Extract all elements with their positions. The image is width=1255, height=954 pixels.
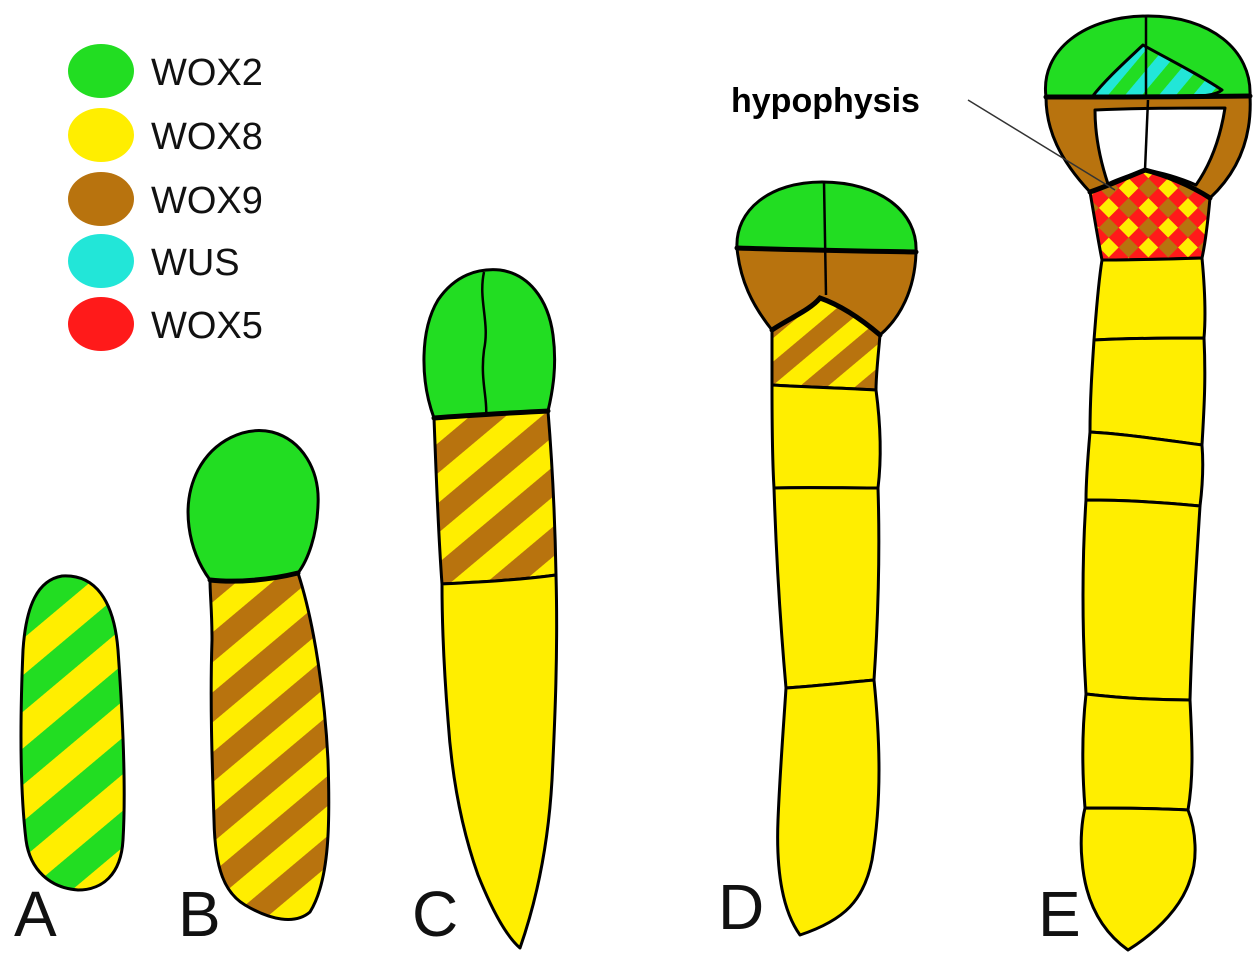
suspensor-cell: [1094, 258, 1205, 340]
panel-label-b: B: [178, 878, 221, 950]
apical-cell: [188, 431, 318, 582]
basal-cell: [210, 573, 329, 919]
suspensor-cell: [778, 680, 879, 935]
legend-label-wox5: WOX5: [151, 305, 263, 347]
suspensor-cell: [1086, 432, 1203, 506]
legend-label-wox2: WOX2: [151, 52, 263, 94]
suspensor-basal-cell: [1081, 808, 1195, 950]
legend-item-wus: WUS: [68, 234, 240, 288]
legend-item-wox8: WOX8: [68, 108, 263, 162]
hypophysis-precursor-cell: [434, 411, 556, 584]
legend-item-wox5: WOX5: [68, 297, 263, 351]
suspensor-cell: [1083, 500, 1200, 700]
panel-label-e: E: [1038, 878, 1081, 950]
proembryo-cell: [424, 270, 555, 418]
legend-label-wox8: WOX8: [151, 116, 263, 158]
legend-swatch-wus: [68, 234, 134, 288]
suspensor-cell: [1083, 694, 1192, 810]
panel-label-c: C: [412, 878, 458, 950]
legend-label-wox9: WOX9: [151, 180, 263, 222]
zygote-cell: [21, 576, 124, 890]
legend-swatch-wox5: [68, 297, 134, 351]
suspensor-cell: [772, 385, 880, 488]
apical-tier-cell: [737, 182, 916, 252]
panel-label-d: D: [718, 871, 764, 943]
suspensor-cell: [774, 488, 879, 688]
suspensor-cell: [1090, 338, 1205, 445]
legend-swatch-wox2: [68, 44, 134, 98]
embryo-a: A: [14, 576, 124, 950]
legend-swatch-wox8: [68, 108, 134, 162]
panel-label-a: A: [14, 878, 57, 950]
apical-basal-wall: [1046, 96, 1250, 97]
legend-swatch-wox9: [68, 172, 134, 226]
annotation-label: hypophysis: [731, 82, 920, 120]
embryo-e: E: [1038, 16, 1250, 950]
legend-label-wus: WUS: [151, 242, 240, 284]
suspensor-cell: [442, 575, 557, 948]
legend: WOX2 WOX8 WOX9 WUS WOX5: [68, 44, 263, 351]
embryo-d: D: [718, 182, 916, 943]
legend-item-wox2: WOX2: [68, 44, 263, 98]
embryo-c: C: [412, 270, 557, 950]
legend-item-wox9: WOX9: [68, 172, 263, 226]
embryo-b: B: [178, 431, 329, 950]
